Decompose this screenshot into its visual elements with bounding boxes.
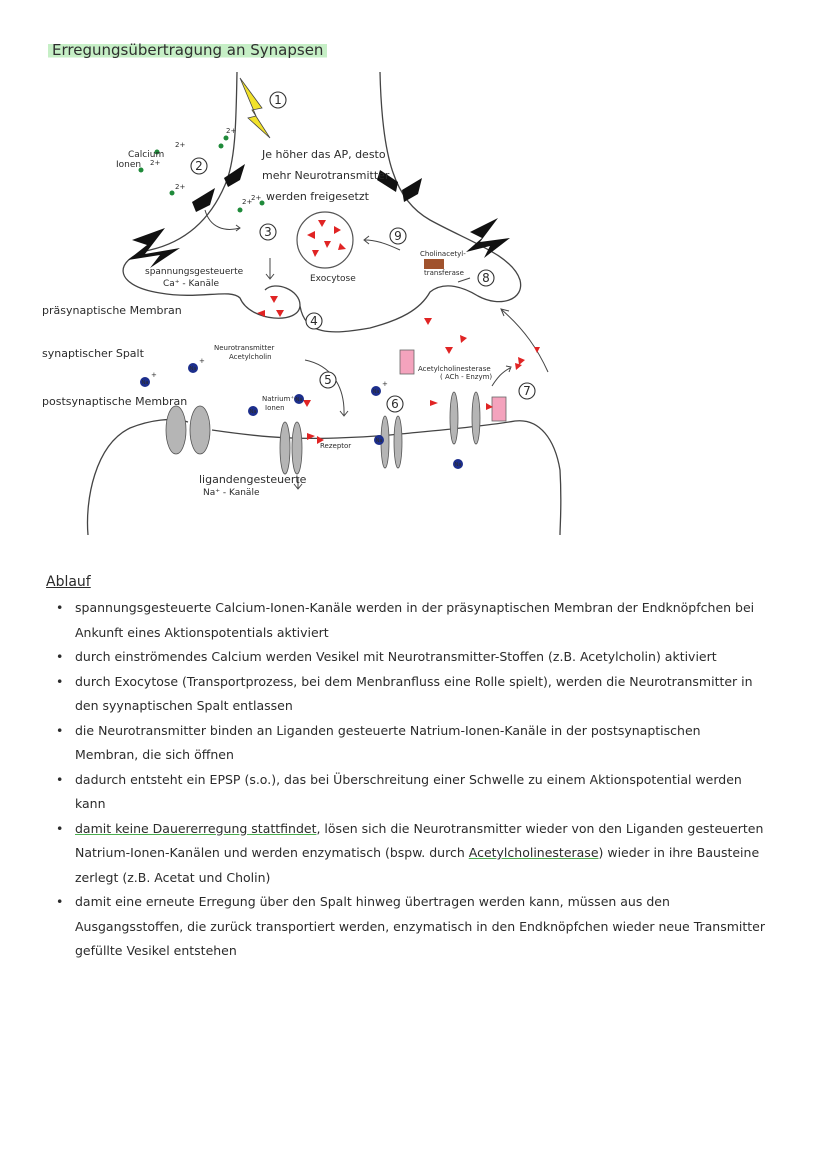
list-item-text: ) wieder in ihre Bausteine zerlegt (z.B.… — [75, 845, 760, 885]
cholinacetyltransferase-label-1: Cholinacetyl- — [420, 250, 466, 258]
exocytose-label: Exocytose — [310, 274, 356, 284]
neurotransmitter-label-2: Acetylcholin — [229, 353, 272, 361]
neurotransmitter-label-1: Neurotransmitter — [214, 344, 275, 352]
ca-channel-1 — [128, 228, 180, 268]
ca-channel-5 — [402, 178, 422, 202]
na-symbol: Na — [455, 462, 462, 468]
step-number-5: 5 — [324, 373, 332, 387]
page-title: Erregungsübertragung an Synapsen — [48, 40, 328, 60]
ca-charge: 2+ — [175, 183, 185, 191]
list-item: dadurch entsteht ein EPSP (s.o.), das be… — [50, 768, 765, 817]
ca-channel-label-2: Ca⁺ - Kanäle — [163, 279, 219, 289]
postsynaptic-channels — [165, 391, 481, 475]
sodium-ions — [140, 363, 463, 469]
na-symbol: Na — [376, 438, 383, 444]
synapse-diagram: 1 2 3 4 5 6 7 8 9 2+ 2+ 2+ 2+ 2+ 2+ + + … — [42, 71, 562, 536]
process-arrows — [204, 209, 549, 490]
step-number-4: 4 — [310, 314, 318, 328]
na-symbol: Na — [190, 366, 197, 372]
ca-charge: 2+ — [251, 194, 261, 202]
ca-charge: 2+ — [242, 198, 252, 206]
vesicle-neurotransmitters — [307, 220, 346, 257]
vesicle — [296, 211, 354, 269]
list-item: damit keine Dauererregung stattfindet, l… — [50, 817, 765, 891]
highlighted-term: Acetylcholinesterase — [468, 845, 599, 860]
cholinacetyltransferase-enzyme — [424, 259, 444, 269]
na-symbol: Na — [250, 409, 257, 415]
step-number-3: 3 — [264, 225, 272, 239]
postsynaptic-membrane — [86, 418, 562, 536]
step-number-8: 8 — [482, 271, 490, 285]
calcium-label-2: Ionen — [116, 160, 141, 170]
ligand-channel-label-2: Na⁺ - Kanäle — [203, 488, 260, 498]
step-number-2: 2 — [195, 159, 203, 173]
step-number-6: 6 — [391, 397, 399, 411]
presynaptic-membrane-label: präsynaptische Membran — [42, 304, 182, 317]
list-item: durch einströmendes Calcium werden Vesik… — [50, 645, 765, 670]
list-item: durch Exocytose (Transportprozess, bei d… — [50, 670, 765, 719]
ligand-channel-label-1: ligandengesteuerte — [199, 473, 307, 486]
step-markers — [190, 91, 536, 413]
ablauf-heading: Ablauf — [46, 574, 91, 590]
ablauf-list: spannungsgesteuerte Calcium-Ionen-Kanäle… — [50, 596, 765, 964]
highlighted-phrase: damit keine Dauererregung stattfindet — [75, 820, 317, 836]
postsynaptic-membrane-label: postsynaptische Membran — [42, 395, 187, 408]
ca-channel-2 — [192, 188, 215, 212]
acetylcholinesterase-label-2: ( ACh - Enzym) — [440, 373, 492, 381]
na-charge: + — [151, 371, 157, 379]
ap-annotation-line-3: werden freigesetzt — [266, 190, 370, 203]
ca-channel-6 — [466, 218, 510, 258]
list-item-text: , lösen sich die Neurotransmitter wieder… — [75, 820, 764, 861]
ap-annotation-line-2: mehr Neurotransmitter — [262, 169, 390, 182]
list-item: damit eine erneute Erregung über den Spa… — [50, 890, 765, 964]
natrium-label-1: Natrium⁺- — [262, 395, 297, 403]
ca-charge: 2+ — [226, 127, 236, 135]
na-symbol: Na — [296, 397, 303, 403]
reuptake-transporter — [491, 396, 507, 422]
calcium-ions — [138, 135, 265, 213]
na-charge: + — [382, 380, 388, 388]
ca-channel-label-1: spannungsgesteuerte — [145, 267, 244, 277]
list-item: spannungsgesteuerte Calcium-Ionen-Kanäle… — [50, 596, 765, 645]
acetylcholinesterase-label-1: Acetylcholinesterase — [418, 365, 491, 373]
calcium-label-1: Calcium — [128, 150, 164, 160]
ca-channel-4 — [377, 170, 398, 192]
list-item: die Neurotransmitter binden an Liganden … — [50, 719, 765, 768]
na-symbol: Na — [373, 389, 380, 395]
lightning-bolt-icon — [239, 77, 271, 139]
natrium-label-2: Ionen — [265, 404, 285, 412]
cholinacetyltransferase-label-2: transferase — [424, 269, 464, 277]
ca-channel-3 — [224, 164, 245, 187]
ca-charge: 2+ — [150, 159, 160, 167]
ap-annotation-line-1: Je höher das AP, desto — [261, 148, 386, 161]
cleft-neurotransmitters — [257, 296, 540, 444]
acetylcholinesterase-enzyme — [399, 349, 415, 375]
na-charge: + — [199, 357, 205, 365]
receptor-label: Rezeptor — [320, 442, 351, 450]
ca-charge: 2+ — [175, 141, 185, 149]
step-number-7: 7 — [523, 384, 531, 398]
presynaptic-membrane — [122, 71, 522, 333]
step-number-9: 9 — [394, 229, 402, 243]
na-symbol: Na — [142, 380, 149, 386]
step-number-1: 1 — [274, 93, 282, 107]
synaptic-cleft-label: synaptischer Spalt — [42, 347, 145, 360]
